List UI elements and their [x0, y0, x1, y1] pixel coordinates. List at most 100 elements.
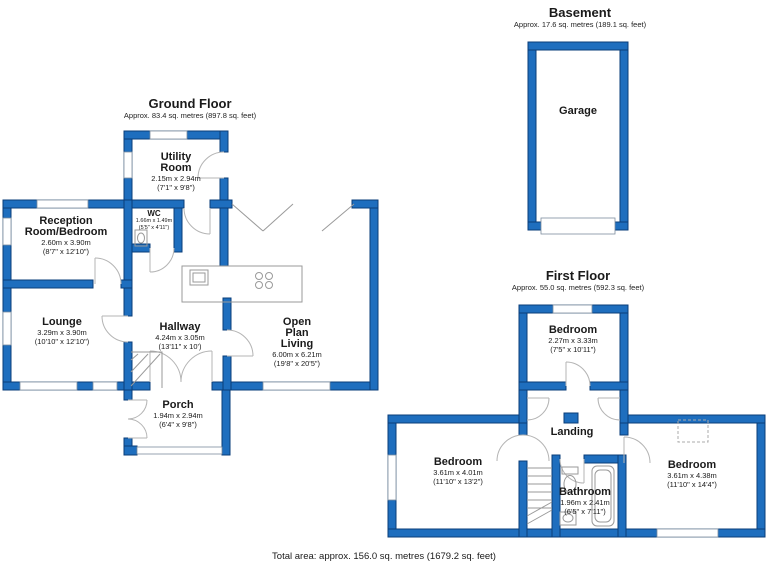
bathtub: [591, 465, 615, 527]
hob-burner: [255, 281, 263, 289]
room-name: Bathroom: [559, 486, 611, 498]
window: [656, 528, 719, 538]
door-arc: [559, 458, 585, 484]
wall: [518, 460, 528, 538]
open-boundary-lines: [231, 203, 355, 232]
room-dims-imperial: (10'10" x 12'10"): [34, 337, 90, 346]
door-arc: [94, 257, 122, 285]
room-dims-imperial: (7'5" x 10'11"): [550, 345, 596, 354]
floor-title: First Floor: [545, 268, 611, 283]
window: [387, 454, 397, 501]
room-name: Porch: [162, 399, 194, 411]
wall: [219, 207, 229, 267]
floor-title: Ground Floor: [148, 96, 232, 111]
ground-floor-plan: [2, 130, 379, 456]
open-boundary: [231, 203, 264, 232]
room-label-reception: Reception Room/Bedroom 2.60m x 3.90m (8'…: [24, 215, 108, 257]
room-label-hallway: Hallway 4.24m x 3.05m (13'11" x 10'): [155, 321, 205, 352]
room-name: Reception Room/Bedroom: [24, 215, 108, 238]
wall: [518, 304, 528, 424]
ground-floor-windows: [2, 130, 331, 455]
room-label-wc: WC 1.66m x 1.49m (5'5" x 4'11"): [136, 210, 172, 231]
stair-line: [130, 353, 161, 387]
door-arc: [127, 418, 148, 439]
wash-basin: [134, 229, 148, 247]
wash-basin-bowl: [137, 232, 145, 244]
window: [136, 446, 223, 455]
bathtub-inner: [594, 469, 612, 523]
bathroom-fixtures: [559, 465, 615, 527]
wall: [2, 279, 94, 289]
wall: [387, 414, 528, 424]
room-label-landing: Landing: [551, 427, 594, 438]
wall: [518, 381, 567, 391]
wall: [617, 454, 627, 538]
stair-break-line: [526, 501, 553, 517]
floor-title: Basement: [548, 5, 612, 20]
wall: [551, 454, 561, 538]
room-name: Garage: [559, 105, 597, 117]
door-arc: [522, 434, 550, 462]
room-name: Open Plan Living: [280, 316, 314, 350]
stairs-edge: [131, 351, 163, 388]
room-dims-metric: 2.60m x 3.90m: [41, 238, 91, 247]
total-area-text: Total area: approx. 156.0 sq. metres (16…: [272, 551, 496, 562]
floor-area: Approx. 55.0 sq. metres (592.3 sq. feet): [511, 283, 645, 292]
room-dims-imperial: (6'5" x 7'11"): [564, 507, 606, 516]
door-arc: [180, 350, 213, 383]
room-name: Utility Room: [160, 151, 192, 174]
room-name: Hallway: [159, 321, 201, 333]
wall: [619, 414, 766, 424]
toilet-bowl: [563, 475, 577, 493]
room-label-porch: Porch 1.94m x 2.94m (6'4" x 9'8"): [153, 399, 203, 430]
room-dims-metric: 2.15m x 2.94m: [151, 174, 201, 183]
window: [2, 311, 12, 346]
floor-area: Approx. 83.4 sq. metres (897.8 sq. feet): [123, 111, 257, 120]
wc-basin: [134, 229, 148, 247]
wall: [369, 199, 379, 391]
room-label-lounge: Lounge 3.29m x 3.90m (10'10" x 12'10"): [34, 316, 90, 347]
room-dims-metric: 3.61m x 4.01m: [433, 468, 483, 477]
window: [2, 217, 12, 246]
wall: [563, 412, 579, 424]
wall: [387, 528, 766, 538]
wall: [219, 130, 229, 153]
door-arc: [149, 247, 175, 273]
room-dims-metric: 1.94m x 2.94m: [153, 411, 203, 420]
room-dims-metric: 1.66m x 1.49m: [135, 218, 173, 224]
wash-basin-bowl: [562, 513, 574, 523]
wall: [619, 304, 629, 424]
room-dims-metric: 3.61m x 4.38m: [667, 471, 717, 480]
wash-basin: [559, 511, 577, 526]
room-dims-imperial: (8'7" x 12'10"): [42, 247, 90, 256]
kitchen-sink: [189, 269, 209, 286]
room-dims-imperial: (5'5" x 4'11"): [138, 224, 170, 231]
room-label-bedroom-top: Bedroom 2.27m x 3.33m (7'5" x 10'11"): [548, 325, 598, 355]
wall: [209, 199, 233, 209]
room-dims-imperial: (11'10" x 14'4"): [667, 480, 717, 489]
room-label-bathroom: Bathroom 1.96m x 2.41m (6'5" x 7'11"): [559, 486, 611, 517]
room-label-bedroom-right: Bedroom 3.61m x 4.38m (11'10" x 14'4"): [667, 460, 717, 490]
room-dims-metric: 6.00m x 6.21m: [272, 350, 322, 359]
room-name: WC: [147, 209, 161, 218]
room-dims-metric: 3.29m x 3.90m: [37, 328, 87, 337]
ground-floor-title-block: Ground Floor Approx. 83.4 sq. metres (89…: [123, 96, 257, 121]
wall: [351, 199, 379, 209]
wall: [222, 297, 232, 331]
wall: [527, 41, 537, 231]
window: [552, 304, 593, 314]
room-name: Lounge: [42, 316, 82, 328]
wall: [123, 445, 138, 456]
ground-floor-stairs: [130, 351, 163, 388]
door-arc: [183, 207, 211, 235]
room-label-open-plan-living: Open Plan Living 6.00m x 6.21m (19'8" x …: [272, 316, 322, 369]
door-arc: [226, 329, 254, 357]
wall: [589, 381, 629, 391]
room-name: Bedroom: [433, 456, 483, 468]
wall: [619, 41, 629, 231]
open-boundary: [262, 203, 294, 232]
wall: [123, 389, 133, 401]
room-dims-imperial: (6'4" x 9'8"): [159, 420, 197, 429]
stair-line: [130, 353, 139, 361]
door-arc: [496, 434, 524, 462]
